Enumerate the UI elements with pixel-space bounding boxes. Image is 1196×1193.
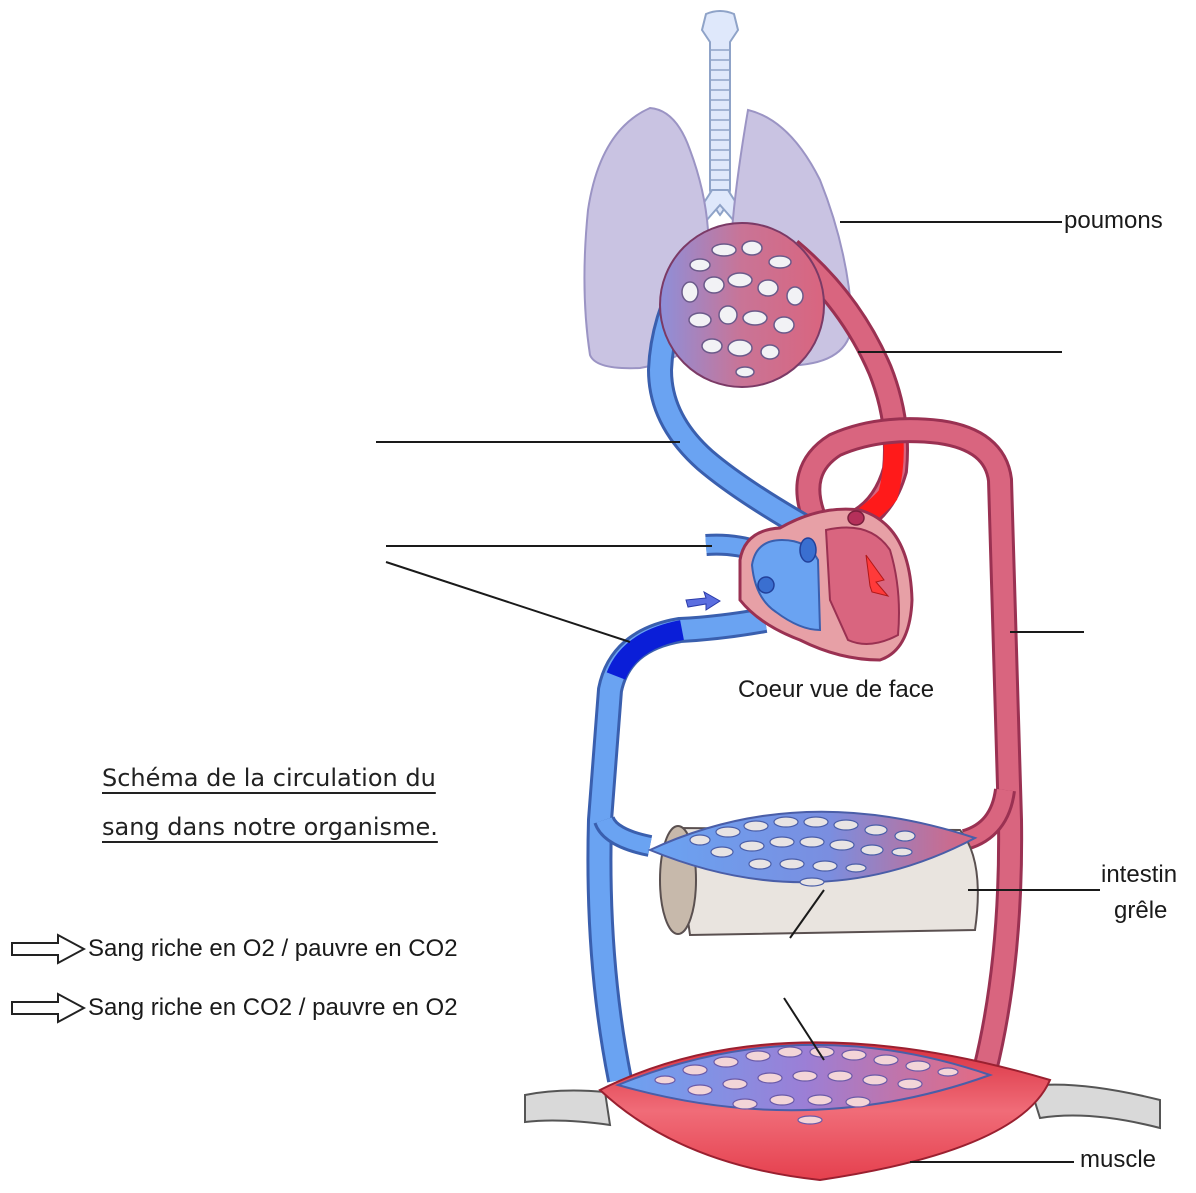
leader-line-inferior-vena-cava [386,562,630,642]
legend-item-oxygenated: Sang riche en O2 / pauvre en CO2 [10,932,458,966]
legend-item-deoxygenated: Sang riche en CO2 / pauvre en O2 [10,991,458,1025]
label-muscle: muscle [1080,1146,1156,1175]
lung-capillaries [660,223,824,387]
label-coeur-vue-de-face: Coeur vue de face [738,676,934,705]
label-grele: grêle [1114,897,1167,926]
heart [740,509,912,660]
legend-label-oxygenated: Sang riche en O2 / pauvre en CO2 [88,935,458,963]
outline-arrow-icon [10,932,86,966]
small-intestine [650,812,978,935]
label-poumons: poumons [1064,207,1163,236]
flow-arrow-icon [686,592,720,610]
vena-cava [599,545,765,1080]
outline-arrow-icon [10,991,86,1025]
diagram-title-line1: Schéma de la circulation du [102,764,436,792]
legend-label-deoxygenated: Sang riche en CO2 / pauvre en O2 [88,994,458,1022]
diagram-title-line2: sang dans notre organisme. [102,813,438,841]
label-intestin: intestin [1101,861,1177,890]
